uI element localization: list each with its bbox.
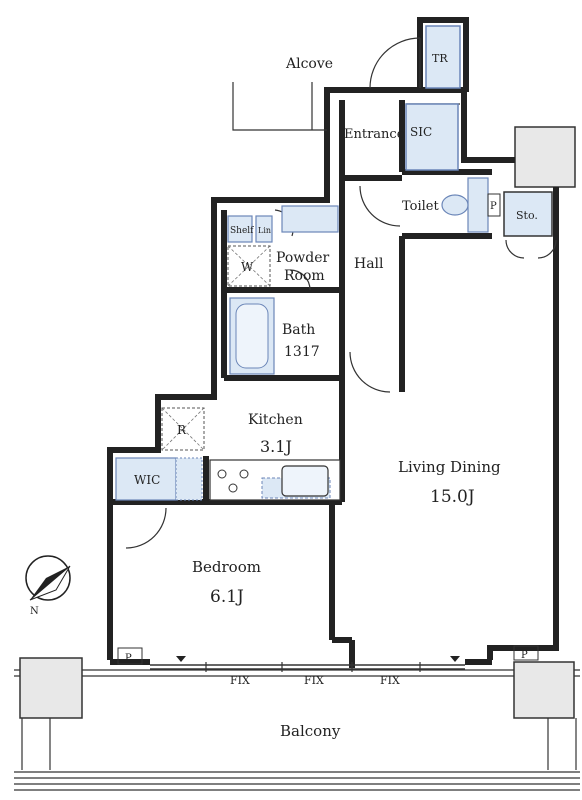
windows: [150, 662, 465, 672]
sic-storage: [405, 103, 459, 171]
linen-cabinet: [255, 215, 273, 243]
living-dining-size-label: 15.0J: [430, 487, 475, 507]
storage-closet: [503, 191, 553, 237]
bath-size-label: 1317: [284, 344, 320, 360]
balcony-area: [14, 669, 580, 791]
toilet-bowl-icon: [441, 177, 489, 233]
toilet-label: Toilet: [402, 199, 439, 214]
entrance-label: Entrance: [344, 127, 405, 142]
pipe-space-right: [513, 645, 539, 661]
bath-label: Bath: [282, 322, 315, 338]
walls: [107, 17, 559, 668]
powder-room-label-2: Room: [284, 268, 325, 284]
kitchen-size-label: 3.1J: [260, 437, 292, 456]
bedroom-label: Bedroom: [192, 558, 261, 576]
pipe-right-label: P: [521, 650, 528, 661]
compass-north-label: N: [30, 606, 39, 617]
compass-icon: [25, 555, 71, 601]
pipe-left-label: P: [125, 653, 132, 664]
powder-room-label-1: Powder: [276, 250, 330, 266]
vanity-sink: [281, 205, 339, 233]
linen-label: Lin: [258, 226, 271, 235]
bathtub-icon: [229, 297, 275, 375]
tr-storage: [425, 25, 461, 89]
stove-burners-icon: [217, 469, 249, 493]
window-marker-left: [176, 656, 186, 662]
column-left: [19, 657, 83, 719]
wic-label: WIC: [134, 473, 160, 487]
tr-label: TR: [432, 52, 448, 65]
balcony-label: Balcony: [280, 722, 341, 740]
pipe-space-left: [117, 647, 143, 665]
washer-label: W: [241, 260, 254, 274]
refrigerator-icon: [161, 407, 205, 451]
storage-label: Sto.: [516, 209, 538, 222]
shelf: [227, 215, 253, 243]
bedroom-size-label: 6.1J: [210, 587, 244, 607]
refrigerator-label: R: [177, 423, 187, 437]
fix-window-3-label: FIX: [380, 674, 400, 687]
fix-window-2-label: FIX: [304, 674, 324, 687]
kitchen-sink-icon: [261, 465, 331, 499]
hall-label: Hall: [354, 256, 384, 272]
alcove-label: Alcove: [285, 56, 333, 72]
shelf-label: Shelf: [230, 226, 254, 236]
living-dining-label: Living Dining: [398, 458, 501, 476]
doors: [125, 37, 557, 549]
fix-window-1-label: FIX: [230, 674, 250, 687]
column-right-bottom: [513, 661, 575, 719]
pipe-space-toilet: [487, 193, 501, 217]
window-marker-right: [450, 656, 460, 662]
washer-icon: [227, 245, 271, 287]
sic-label: SIC: [410, 125, 432, 139]
wic-shelf: [175, 457, 203, 501]
column-right-top: [514, 126, 576, 188]
toilet-pipe-label: P: [490, 201, 497, 212]
kitchen-label: Kitchen: [248, 412, 303, 428]
